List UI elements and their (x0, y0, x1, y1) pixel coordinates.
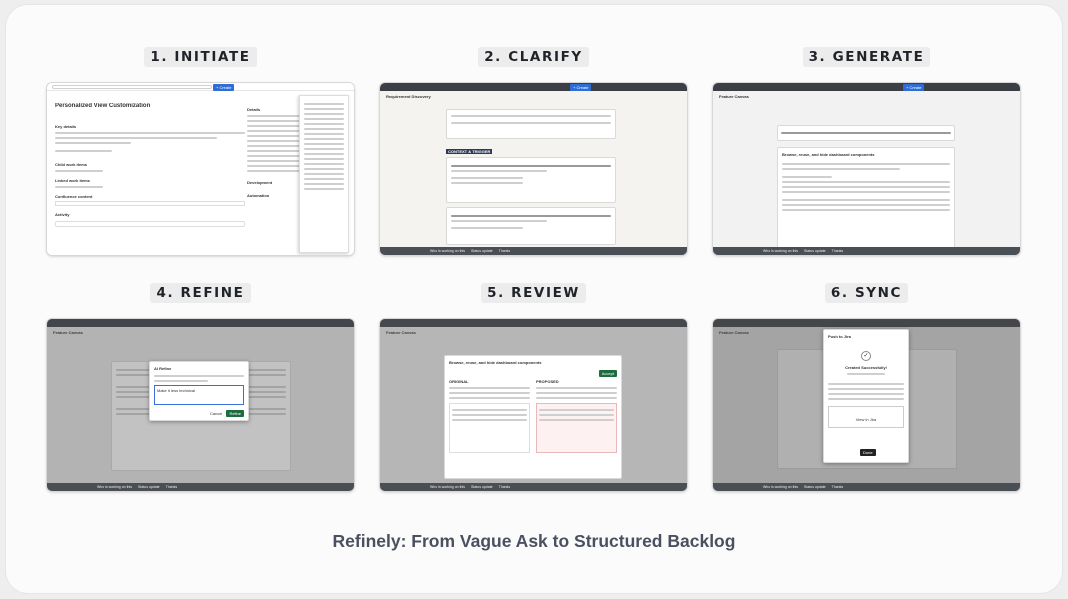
development-panel: Development (247, 180, 273, 185)
context-tag: CONTEXT & TRIGGER (446, 149, 493, 154)
view-in-jira-label: View in Jira (855, 417, 877, 422)
section-linked-items: Linked work items (55, 178, 90, 183)
step-refine: 4. REFINE Feature Canvas AI Refine Make … (47, 283, 354, 491)
review-diff-panel: Browse, reuse, and hide dashboard compon… (444, 355, 622, 479)
step-label: 2. CLARIFY (478, 47, 589, 67)
success-text: Created Successfully! (845, 365, 887, 370)
section-child-items: Child work items (55, 162, 88, 167)
cancel-button[interactable]: Cancel (209, 411, 223, 416)
refine-input[interactable]: Make it less technical (154, 385, 244, 405)
push-to-jira-modal: Push to Jira ✓ Created Successfully! Vie… (823, 329, 909, 463)
story-title: Browse, reuse, and hide dashboard compon… (449, 360, 542, 365)
step-generate: 3. GENERATE + Create Feature Canvas Brow… (713, 47, 1020, 255)
details-panel: Details (247, 107, 261, 112)
proposed-column: PROPOSED (536, 379, 559, 384)
screenshot-refine: Feature Canvas AI Refine Make it less te… (47, 319, 354, 491)
app-title: Feature Canvas (719, 330, 749, 335)
step-label: 5. REVIEW (481, 283, 586, 303)
refine-input-text: Make it less technical (157, 388, 196, 393)
step-label: 1. INITIATE (144, 47, 257, 67)
step-label: 3. GENERATE (802, 47, 931, 67)
step-sync: 6. SYNC Feature Canvas Push to Jira ✓ Cr… (713, 283, 1020, 491)
modal-title: Push to Jira (828, 334, 851, 339)
app-title: Feature Canvas (386, 330, 416, 335)
ai-refine-title: AI Refine (154, 366, 172, 371)
step-review: 5. REVIEW Feature Canvas Browse, reuse, … (380, 283, 687, 491)
section-confluence: Confluence content (55, 194, 93, 199)
app-title: Requirement Discovery (386, 94, 431, 99)
refine-button[interactable]: Refine (226, 410, 244, 417)
create-button[interactable]: + Create (213, 84, 235, 91)
automation-panel: Automation (247, 193, 270, 198)
app-title: Feature Canvas (719, 94, 749, 99)
step-label: 6. SYNC (824, 283, 909, 303)
issue-title: Personalized View Customization (55, 103, 151, 109)
step-initiate: 1. INITIATE + Create Personalized View C… (47, 47, 354, 255)
screenshot-review: Feature Canvas Browse, reuse, and hide d… (380, 319, 687, 491)
screenshot-initiate: + Create Personalized View Customization… (47, 83, 354, 255)
screenshot-sync: Feature Canvas Push to Jira ✓ Created Su… (713, 319, 1020, 491)
step-label: 4. REFINE (150, 283, 251, 303)
original-column: ORIGINAL (449, 379, 469, 384)
done-button[interactable]: Done (860, 449, 876, 456)
create-button[interactable]: + Create (570, 84, 592, 91)
app-title: Feature Canvas (53, 330, 83, 335)
create-button[interactable]: + Create (903, 84, 925, 91)
screenshot-generate: + Create Feature Canvas Browse, reuse, a… (713, 83, 1020, 255)
success-check-icon: ✓ (861, 351, 871, 361)
section-key-details: Key details (55, 124, 77, 129)
story-title: Browse, reuse, and hide dashboard compon… (782, 152, 875, 157)
ai-refine-popover: AI Refine Make it less technical Cancel … (149, 361, 249, 421)
accept-button[interactable]: Accept (598, 370, 617, 377)
section-activity: Activity (55, 212, 70, 217)
step-clarify: 2. CLARIFY + Create Requirement Discover… (380, 47, 687, 255)
view-in-jira-button[interactable]: View in Jira (828, 406, 904, 428)
page-caption: Refinely: From Vague Ask to Structured B… (332, 531, 736, 551)
screenshot-clarify: + Create Requirement Discovery CONTEXT &… (380, 83, 687, 255)
